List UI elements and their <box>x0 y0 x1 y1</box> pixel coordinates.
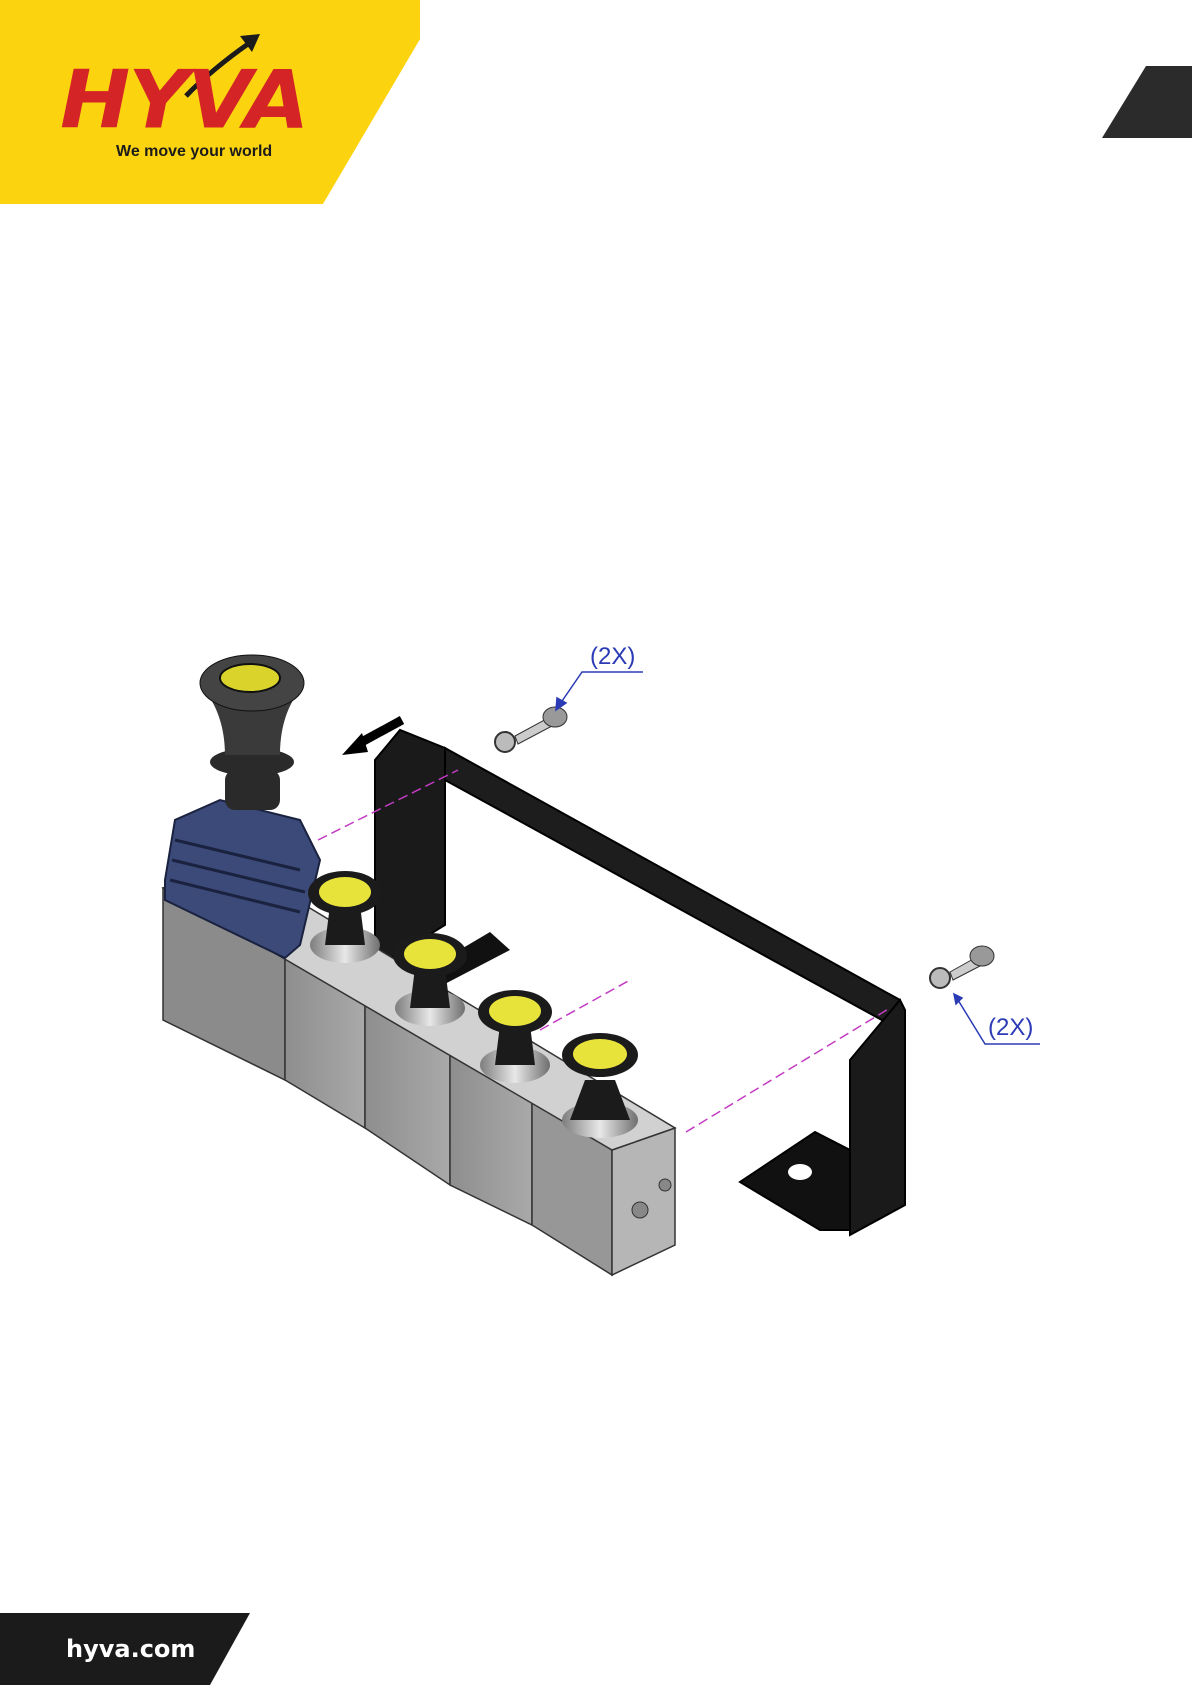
footer-website-link[interactable]: hyva.com <box>66 1635 195 1663</box>
quantity-callout-top: (2X) <box>590 643 635 671</box>
bolt-right <box>930 946 994 988</box>
registered-mark: ® <box>276 66 289 87</box>
hyva-logo[interactable]: HYVA ® We move your world <box>60 30 300 170</box>
corner-page-tab <box>1102 66 1192 138</box>
quantity-callout-right: (2X) <box>988 1014 1033 1042</box>
assembly-drawing <box>150 620 1050 1300</box>
bolt-top <box>495 707 567 752</box>
logo-wordmark: HYVA <box>60 60 307 140</box>
logo-tagline: We move your world <box>116 143 272 161</box>
